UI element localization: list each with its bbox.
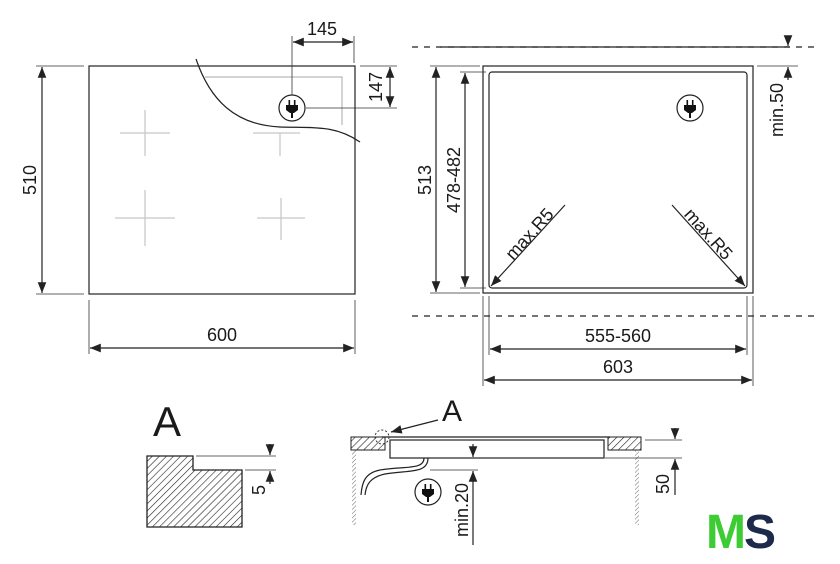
detail-a: A 5 bbox=[146, 398, 276, 528]
plug-icon bbox=[278, 94, 306, 122]
dim-478-482: 478-482 bbox=[444, 147, 464, 213]
dim-513: 513 bbox=[415, 165, 435, 195]
logo-letter-s: S bbox=[744, 506, 776, 559]
dim-50: 50 bbox=[653, 474, 673, 494]
dim-5: 5 bbox=[249, 485, 269, 495]
hidden-outline bbox=[205, 76, 343, 125]
radius-right-label: max.R5 bbox=[680, 204, 736, 263]
dim-603: 603 bbox=[603, 357, 633, 377]
callout-a: A bbox=[442, 395, 462, 428]
hob-top-view: 145 147 510 600 bbox=[20, 19, 397, 354]
dim-600: 600 bbox=[207, 325, 237, 345]
dim-145: 145 bbox=[307, 19, 337, 39]
cutout-view: min.50 513 478-482 max.R5 max.R5 555-560… bbox=[412, 35, 820, 386]
dim-510: 510 bbox=[20, 165, 40, 195]
cutout-outer bbox=[482, 65, 754, 294]
worktop-section bbox=[146, 455, 243, 528]
cutout-inner bbox=[488, 71, 748, 289]
plug-icon bbox=[414, 478, 442, 506]
radius-left-label: max.R5 bbox=[501, 204, 557, 263]
detail-a-title: A bbox=[153, 398, 181, 445]
dim-min-20: min.20 bbox=[452, 483, 472, 537]
ms-logo: M S bbox=[706, 506, 776, 559]
logo-letter-m: M bbox=[706, 506, 746, 559]
hob-outline bbox=[88, 65, 356, 295]
dim-147: 147 bbox=[366, 72, 386, 102]
plug-icon bbox=[676, 94, 704, 122]
dim-min-50: min.50 bbox=[767, 83, 787, 137]
hob-body bbox=[389, 439, 605, 459]
cooking-zone-markers bbox=[115, 110, 305, 246]
dim-555-560: 555-560 bbox=[585, 326, 651, 346]
section-view: A min.20 50 bbox=[350, 395, 682, 545]
break-line bbox=[195, 58, 361, 143]
